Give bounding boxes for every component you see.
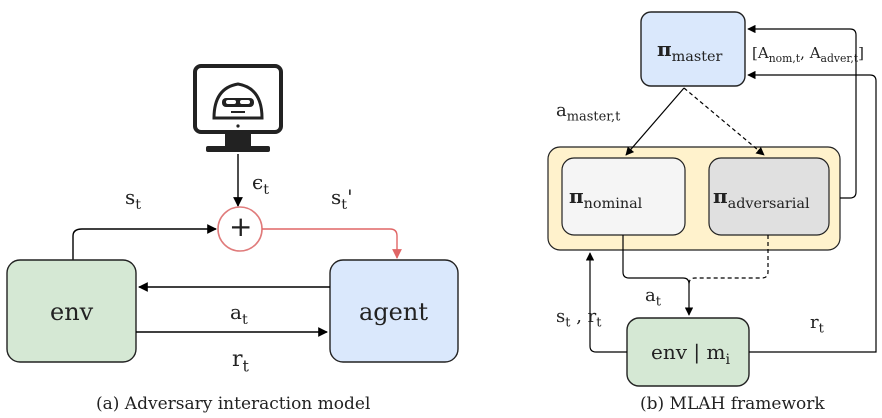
plus-symbol: + xyxy=(229,210,253,243)
arrow-state-reward xyxy=(585,252,627,353)
caption-b: (b) MLAH framework xyxy=(640,394,825,414)
hacker-icon xyxy=(212,82,264,120)
env-label-a: env xyxy=(50,298,94,326)
env-label-b: env | mi xyxy=(651,340,731,369)
arrow-reward-feedback xyxy=(747,70,877,353)
label-eps: ϵt xyxy=(252,170,269,199)
label-advantage: [Anom,t, Aadver,t] xyxy=(752,44,864,65)
label-a: at xyxy=(230,300,248,329)
agent-box xyxy=(329,259,459,363)
arrow-nominal-env xyxy=(622,235,694,316)
label-s-r: st , rt xyxy=(556,306,602,331)
env-box-a xyxy=(6,259,137,363)
arrow-advantage-feedback xyxy=(747,24,857,199)
master-box xyxy=(640,11,746,87)
label-a-b: at xyxy=(645,285,661,310)
arrow-master-nominal xyxy=(625,87,685,156)
label-r-b: rt xyxy=(810,312,824,337)
caption-a: (a) Adversary interaction model xyxy=(96,394,371,414)
master-label: πmaster xyxy=(657,37,723,66)
nominal-label: πnominal xyxy=(569,184,643,213)
arrow-master-adversarial xyxy=(683,87,765,156)
label-r: rt xyxy=(232,347,249,376)
label-s-prime: st' xyxy=(331,185,353,214)
adversarial-box xyxy=(708,157,830,236)
adversarial-label: πadversarial xyxy=(713,184,810,213)
arrow-s-prime xyxy=(262,228,402,259)
agent-label: agent xyxy=(359,298,428,326)
label-a-master: amaster,t xyxy=(556,100,621,125)
label-s: st xyxy=(125,185,142,214)
arrow-adversarial-env xyxy=(688,235,769,285)
arrow-s xyxy=(72,224,217,260)
